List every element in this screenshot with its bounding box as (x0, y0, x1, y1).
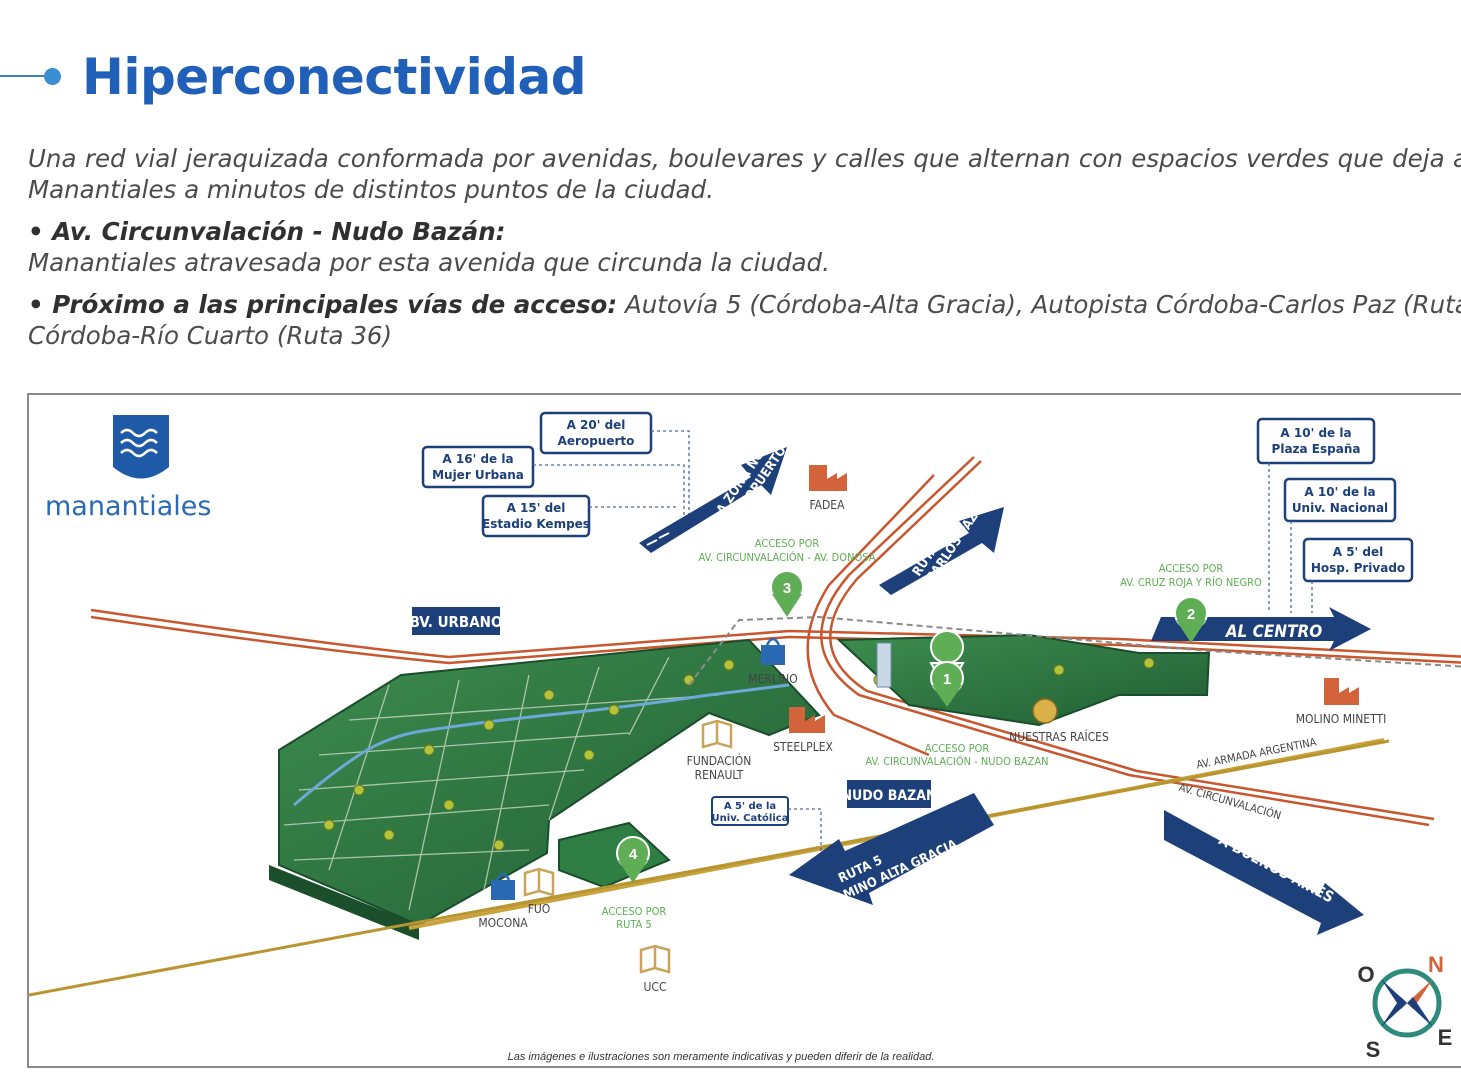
svg-text:RUTA 5: RUTA 5 (616, 918, 652, 931)
bullet-text: Manantiales atravesada por esta avenida … (28, 248, 830, 277)
bullet-title: • Próximo a las principales vías de acce… (28, 290, 618, 319)
svg-text:A 16' de la: A 16' de la (442, 452, 513, 466)
grey-roads (688, 615, 1461, 686)
svg-text:Estadio Kempes: Estadio Kempes (482, 517, 590, 531)
trees (323, 657, 1155, 851)
book-icon (523, 867, 555, 897)
title-rule (0, 75, 50, 77)
svg-text:Univ. Nacional: Univ. Nacional (1292, 501, 1388, 515)
disclaimer: Las imágenes e ilustraciones son meramen… (508, 1051, 935, 1063)
bullet-text: Autovía 5 (Córdoba-Alta Gracia), Autopis… (624, 290, 1461, 319)
factory-icon (789, 707, 825, 733)
green-blocks (269, 633, 1211, 940)
svg-text:1: 1 (943, 671, 951, 688)
page-title: Hiperconectividad (82, 48, 587, 106)
svg-text:ACCESO POR: ACCESO POR (925, 742, 990, 755)
factory-icon (809, 465, 847, 491)
svg-text:A 5' del: A 5' del (1333, 545, 1384, 559)
intro-paragraph: Una red vial jeraquizada conformada por … (28, 143, 1461, 205)
svg-text:E: E (1438, 1025, 1453, 1050)
shopping-bag-icon (491, 872, 515, 900)
compass-icon: N O S E (1357, 952, 1452, 1062)
svg-text:Aeropuerto: Aeropuerto (558, 434, 635, 448)
svg-text:AV. CRUZ ROJA Y RÍO NEGRO: AV. CRUZ ROJA Y RÍO NEGRO (1120, 576, 1262, 589)
svg-text:NUDO BAZAN: NUDO BAZAN (841, 788, 936, 804)
bullet-text-2: Córdoba-Río Cuarto (Ruta 36) (28, 321, 393, 350)
intro-line-2: Manantiales a minutos de distintos punto… (28, 175, 714, 204)
svg-text:ACCESO POR: ACCESO POR (602, 905, 667, 918)
label-fadea: FADEA (809, 498, 845, 512)
leader-lines (533, 430, 1313, 863)
label-bv-urbano: BV. URBANO (410, 607, 503, 635)
manantiales-logo: manantiales (45, 415, 211, 522)
access-pin-4: 4 ACCESO POR RUTA 5 (602, 836, 667, 931)
svg-text:A 10' de la: A 10' de la (1280, 426, 1351, 440)
label-molino-minetti: MOLINO MINETTI (1296, 712, 1387, 726)
svg-text:A 15' del: A 15' del (507, 501, 566, 515)
label-nuestras-raices: NUESTRAS RAÍCES (1009, 729, 1109, 744)
tower-building (876, 642, 892, 688)
svg-text:AV. CIRCUNVALACIÓN - NUDO BAZA: AV. CIRCUNVALACIÓN - NUDO BAZAN (865, 755, 1048, 768)
svg-text:Hosp. Privado: Hosp. Privado (1311, 561, 1405, 575)
bullet-circunvalacion: • Av. Circunvalación - Nudo Bazán: Manan… (28, 216, 1461, 278)
label-fundacion-renault-1: FUNDACIÓN (687, 753, 752, 768)
arrow-ruta-5: RUTA 5 CAMINO ALTA GRACIA (789, 793, 994, 911)
book-icon (639, 944, 671, 974)
access-pin-2: 2 ACCESO POR AV. CRUZ ROJA Y RÍO NEGRO (1120, 562, 1262, 643)
orange-roads (90, 456, 1461, 827)
svg-text:A 10' de la: A 10' de la (1304, 485, 1375, 499)
bullet-vias-acceso: • Próximo a las principales vías de acce… (28, 289, 1461, 351)
arrow-buenos-aires: A BUENOS AIRES (1164, 810, 1364, 935)
label-ucc: UCC (644, 980, 667, 994)
svg-text:AL CENTRO: AL CENTRO (1225, 622, 1323, 642)
bullet-title: • Av. Circunvalación - Nudo Bazán: (28, 217, 506, 246)
svg-text:A 20' del: A 20' del (567, 418, 626, 432)
arrow-zona-norte: A ZONA NORTE AEROPUERTO (639, 427, 790, 553)
svg-text:N: N (1428, 952, 1444, 977)
callout-mujer-urbana: A 16' de la Mujer Urbana (421, 445, 535, 489)
svg-text:AV. CIRCUNVALACIÓN - AV. DONOS: AV. CIRCUNVALACIÓN - AV. DONOSA (698, 551, 875, 564)
intro-line-1: Una red vial jeraquizada conformada por … (28, 144, 1461, 173)
svg-text:A 5' de la: A 5' de la (724, 801, 776, 812)
svg-text:BV. URBANO: BV. URBANO (410, 613, 503, 631)
svg-text:2: 2 (1187, 606, 1195, 623)
access-pin-3: 3 ACCESO POR AV. CIRCUNVALACIÓN - AV. DO… (698, 537, 876, 617)
ruta-5-line (29, 739, 1390, 997)
svg-text:ACCESO POR: ACCESO POR (755, 537, 820, 550)
label-merlino: MERLINO (748, 672, 797, 686)
svg-text:4: 4 (629, 846, 638, 863)
svg-text:S: S (1366, 1037, 1381, 1062)
arrow-ruta-20: RUTA 20 CARLOS PAZ (879, 507, 1004, 595)
title-bullet-dot (44, 68, 61, 85)
nuestras-raices-icon (1032, 698, 1058, 724)
logo-text: manantiales (45, 491, 211, 522)
callout-plaza-espana: A 10' de la Plaza España (1256, 417, 1376, 465)
svg-text:Mujer Urbana: Mujer Urbana (432, 468, 524, 482)
callout-univ-nacional: A 10' de la Univ. Nacional (1283, 477, 1397, 523)
svg-text:Plaza España: Plaza España (1272, 442, 1361, 456)
svg-text:O: O (1357, 962, 1374, 987)
label-steelplex: STEELPLEX (773, 740, 833, 754)
label-fundacion-renault-2: RENAULT (695, 768, 744, 782)
label-mocona: MOCONA (478, 916, 528, 930)
label-fuo: FUO (528, 902, 551, 916)
book-icon (701, 719, 733, 749)
access-pin-1: 1 ACCESO POR AV. CIRCUNVALACIÓN - NUDO B… (865, 630, 1049, 768)
shopping-bag-icon (761, 637, 785, 665)
factory-icon (1324, 678, 1359, 705)
svg-text:3: 3 (783, 580, 791, 597)
svg-text:Univ. Católica: Univ. Católica (712, 812, 789, 824)
svg-text:ACCESO POR: ACCESO POR (1159, 562, 1224, 575)
label-nudo-bazan: NUDO BAZAN (841, 780, 937, 808)
